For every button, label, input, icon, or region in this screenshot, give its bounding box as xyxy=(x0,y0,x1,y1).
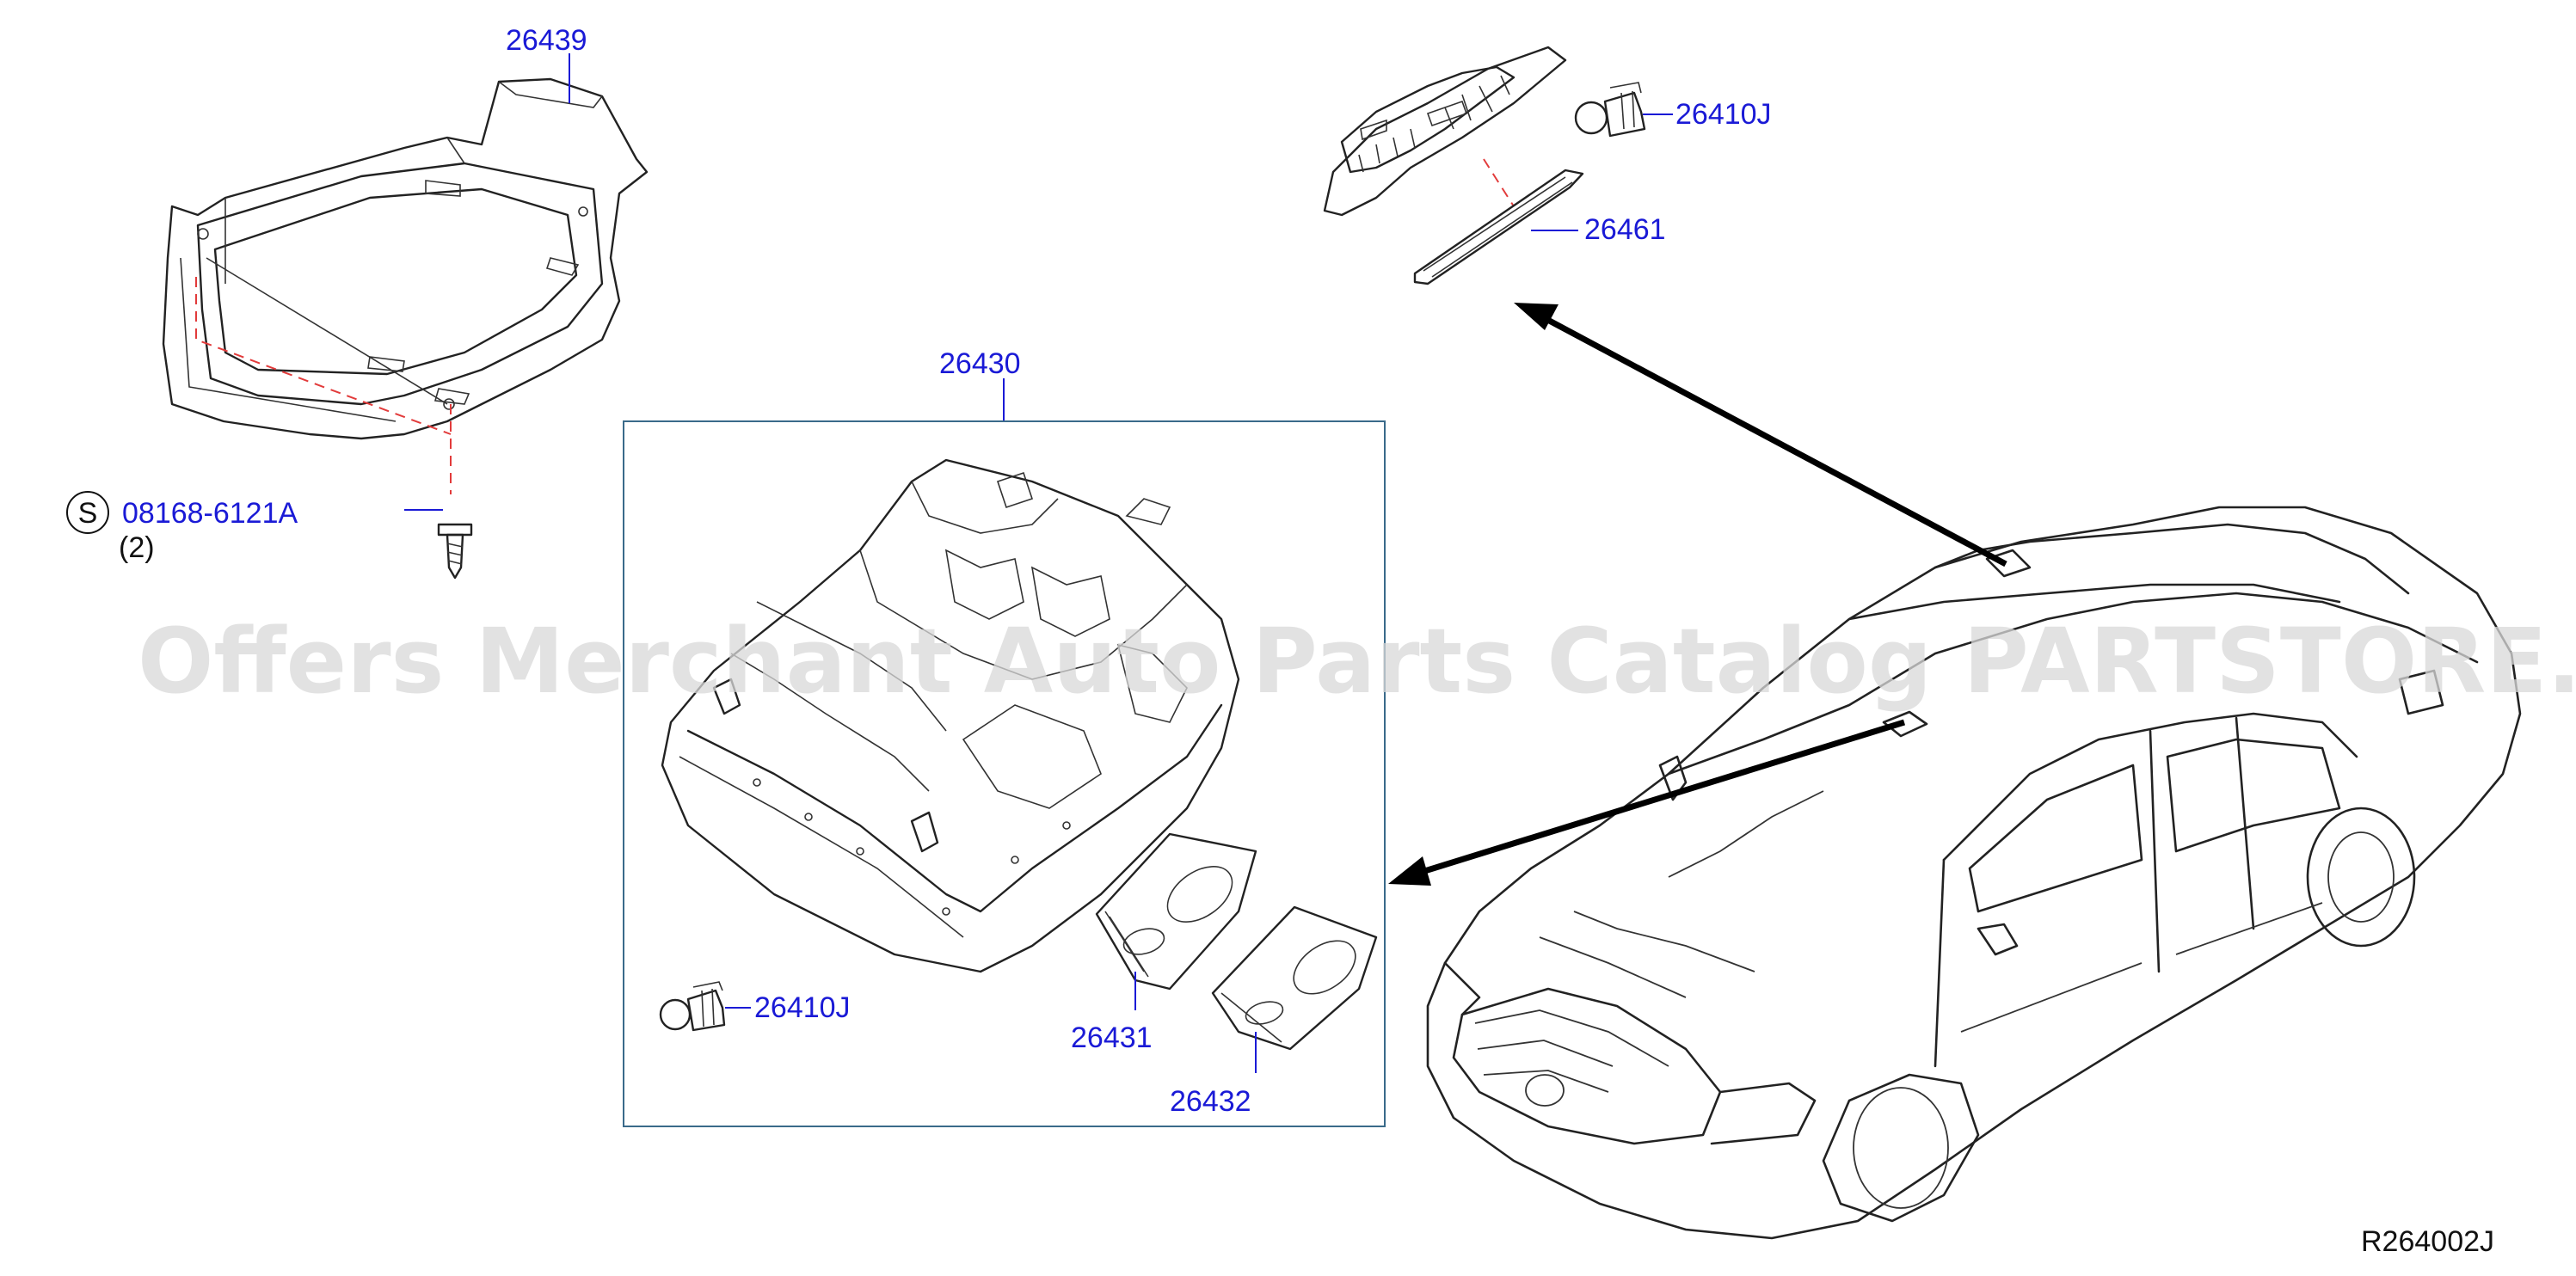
console-26430-drawing xyxy=(661,458,1240,973)
diagram-code: R264002J xyxy=(2361,1225,2494,1258)
screw-drawing xyxy=(437,523,473,580)
dashed-guide-lamp xyxy=(1483,158,1515,207)
label-26410j-top: 26410J xyxy=(1675,98,1772,131)
bulb-bottom-drawing xyxy=(659,981,726,1032)
screw-symbol: S xyxy=(78,497,98,530)
bracket-26439-drawing xyxy=(162,77,649,440)
label-26410j-bottom: 26410J xyxy=(754,991,851,1024)
dashed-guide-26439 xyxy=(195,277,452,494)
arrow-to-console xyxy=(1388,719,1906,886)
roof-lamp-marker-rear xyxy=(1882,710,1928,738)
label-26439: 26439 xyxy=(506,24,587,57)
assembly-frame-26430 xyxy=(623,420,1386,1127)
watermark: Offers Merchant Auto Parts Catalog PARTS… xyxy=(138,609,2576,714)
label-26461: 26461 xyxy=(1584,213,1666,246)
bulb-top-drawing xyxy=(1574,82,1646,138)
label-screw-number: 08168-6121A xyxy=(122,497,298,530)
label-26431: 26431 xyxy=(1071,1021,1153,1054)
lens-26461-drawing xyxy=(1413,169,1584,285)
label-26430: 26430 xyxy=(939,347,1021,380)
lens-26431-drawing xyxy=(1095,832,1257,991)
screw-symbol-circle xyxy=(66,491,109,534)
roof-lamp-marker-front xyxy=(1985,549,2032,578)
label-screw-qty: (2) xyxy=(119,531,155,564)
label-26432: 26432 xyxy=(1170,1085,1251,1118)
arrow-to-map-lamp xyxy=(1514,303,2007,567)
map-lamp-drawing xyxy=(1323,46,1567,217)
vehicle-drawing xyxy=(1426,506,2522,1240)
lens-26432-drawing xyxy=(1211,905,1378,1051)
